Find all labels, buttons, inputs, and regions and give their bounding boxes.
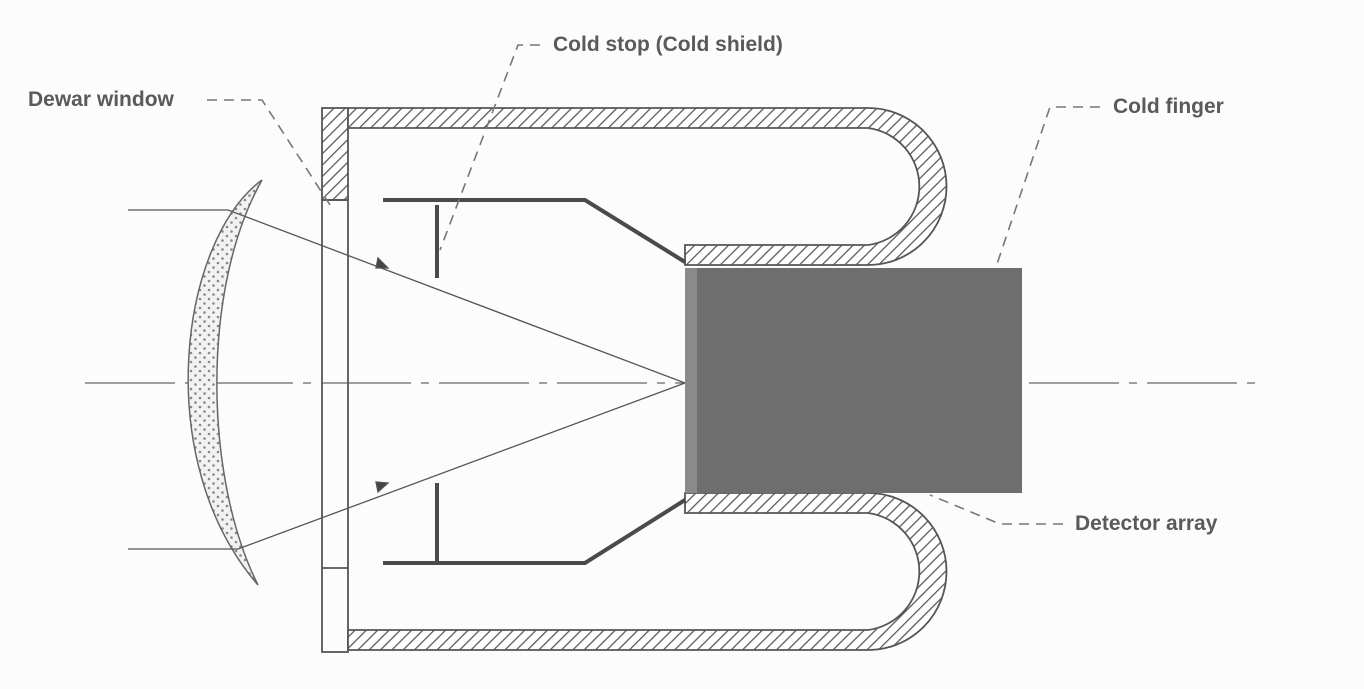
label-dewar-window: Dewar window — [28, 88, 174, 111]
cold-shield — [383, 198, 687, 565]
light-rays — [128, 209, 686, 550]
cold-finger-block — [685, 268, 1022, 493]
label-cold-finger: Cold finger — [1113, 95, 1224, 118]
dewar-housing — [347, 107, 948, 651]
label-detector-array: Detector array — [1075, 512, 1218, 535]
dewar-window — [321, 107, 349, 653]
lens — [187, 179, 263, 586]
label-cold-stop: Cold stop (Cold shield) — [553, 33, 783, 56]
detector-array — [685, 268, 697, 493]
leader-lines — [207, 44, 1100, 525]
